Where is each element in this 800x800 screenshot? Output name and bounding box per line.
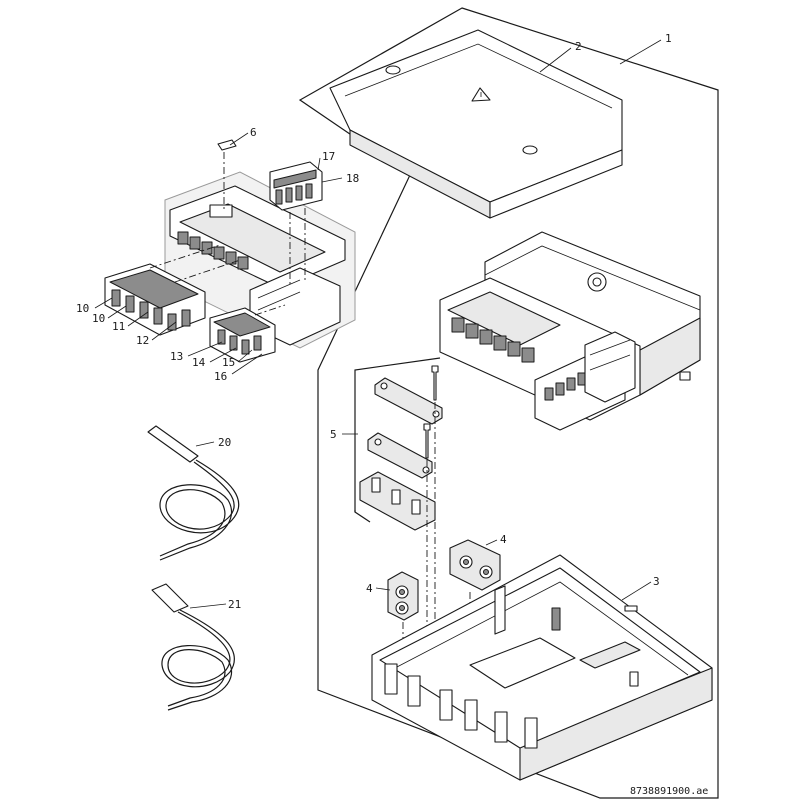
- terminal-base-housing: [164, 171, 356, 349]
- cable-grommet-left: [387, 571, 419, 621]
- callout-18: 18: [346, 172, 359, 185]
- callout-1: 1: [665, 32, 672, 45]
- callout-5: 5: [330, 428, 337, 441]
- callout-3: 3: [653, 575, 660, 588]
- callout-4-left: 4: [366, 582, 373, 595]
- callout-17: 17: [322, 150, 335, 163]
- temperature-sensor-20: [147, 425, 240, 561]
- plug-connectors-13-16: [209, 304, 286, 363]
- drawing-reference-number: 8738891900.ae: [630, 786, 708, 797]
- callout-6: 6: [250, 126, 257, 139]
- callout-12: 12: [136, 334, 149, 347]
- top-cover: [329, 29, 623, 219]
- cable-grommet-right: [449, 539, 501, 591]
- warning-triangle-icon: [471, 87, 491, 102]
- controller-module: [439, 231, 701, 431]
- assembly-boundary-outline: [298, 7, 719, 799]
- leader-lines: [94, 39, 662, 609]
- plug-connectors-10-12: [104, 244, 241, 336]
- callout-4-right: 4: [500, 533, 507, 546]
- callout-16: 16: [214, 370, 227, 383]
- callout-13: 13: [170, 350, 183, 363]
- base-housing: [371, 554, 713, 781]
- callout-11: 11: [112, 320, 125, 333]
- module-terminals: [451, 317, 535, 363]
- callout-10-upper: 10: [76, 302, 89, 315]
- plug-connector-17-18: [269, 161, 323, 285]
- temperature-sensor-21: [151, 583, 235, 711]
- callout-14: 14: [192, 356, 206, 369]
- callout-10-lower: 10: [92, 312, 105, 325]
- callout-21: 21: [228, 598, 241, 611]
- callout-2: 2: [575, 40, 582, 53]
- connector-pin: [217, 139, 237, 210]
- callout-20: 20: [218, 436, 231, 449]
- callout-15: 15: [222, 356, 235, 369]
